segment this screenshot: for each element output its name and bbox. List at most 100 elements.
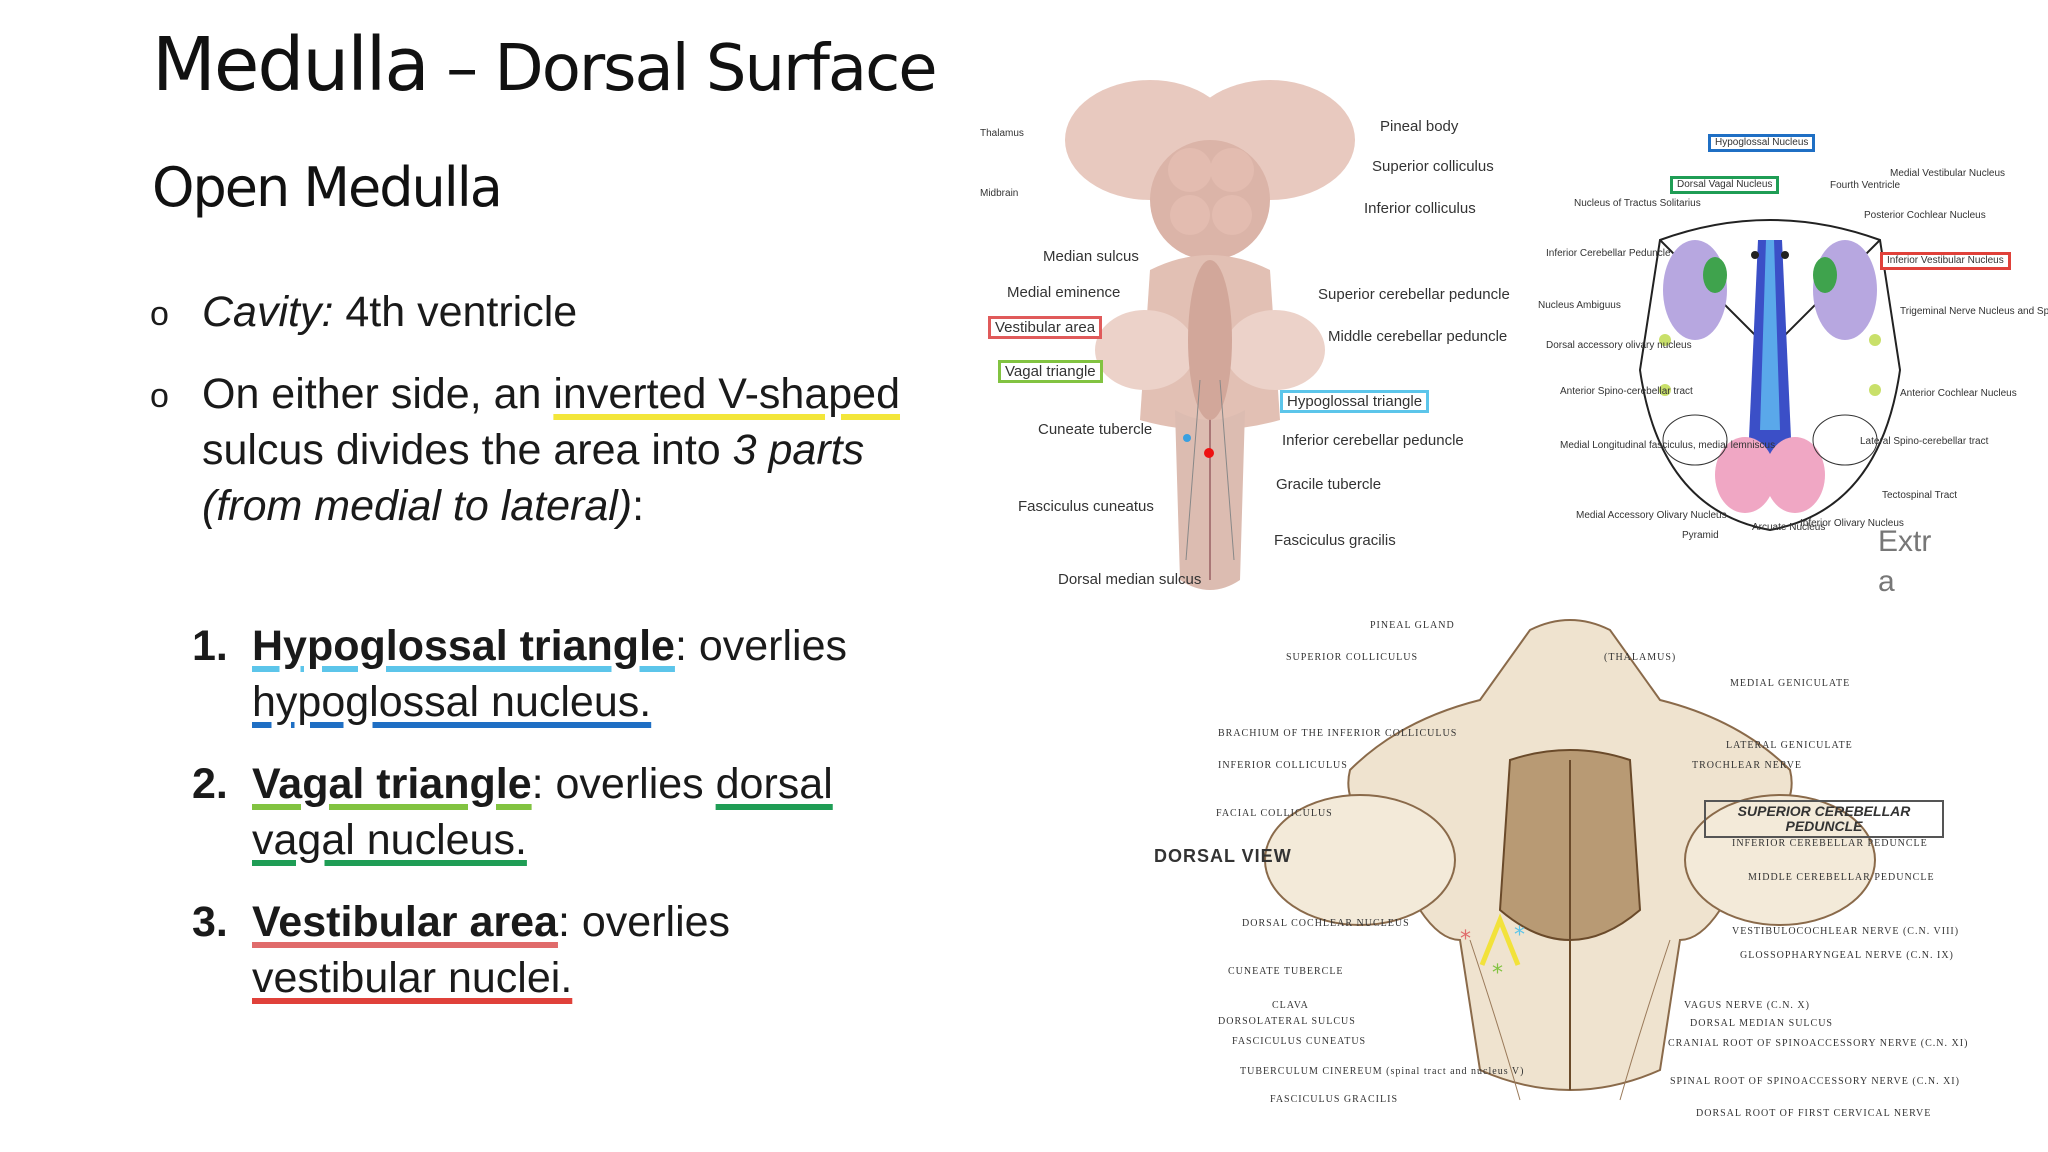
label-middle-cerebellar-peduncle: MIDDLE CEREBELLAR PEDUNCLE xyxy=(1748,872,1935,883)
label-inferior-colliculus: Inferior colliculus xyxy=(1364,200,1476,217)
part-vestibular: 3. Vestibular area: overlies vestibular … xyxy=(192,894,912,1006)
dorsal-view-figure: * * * DORSAL VIEW PINEAL GLAND SUPERIOR … xyxy=(1100,610,2030,1130)
label-posterior-cochlear: Posterior Cochlear Nucleus xyxy=(1864,210,1986,221)
label-pineal-body: Pineal body xyxy=(1380,118,1459,135)
label-dorsal-accessory-olivary: Dorsal accessory olivary nucleus xyxy=(1546,340,1692,351)
label-medial-longitudinal-fasciculus: Medial Longitudinal fasciculus, medial l… xyxy=(1560,440,1776,451)
label-glossopharyngeal-nerve: GLOSSOPHARYNGEAL NERVE (C.N. IX) xyxy=(1740,950,1954,961)
part-vagal: 2. Vagal triangle: overlies dorsal vagal… xyxy=(192,756,912,868)
svg-text:*: * xyxy=(1460,927,1471,952)
parts-list: 1. Hypoglossal triangle: overlies hypogl… xyxy=(192,618,912,1032)
label-middle-cerebellar-peduncle: Middle cerebellar peduncle xyxy=(1328,328,1508,345)
part-target: hypoglossal nucleus. xyxy=(252,678,652,726)
label-cuneate-tubercle: Cuneate tubercle xyxy=(1038,421,1153,438)
part-hypoglossal: 1. Hypoglossal triangle: overlies hypogl… xyxy=(192,618,912,730)
label-inferior-colliculus: INFERIOR COLLICULUS xyxy=(1218,760,1348,771)
part-number: 1. xyxy=(192,622,228,670)
label-inferior-cerebellar-peduncle: Inferior Cerebellar Peduncle xyxy=(1546,248,1671,259)
part-target: vestibular nuclei. xyxy=(252,954,573,1002)
cross-section-drawing xyxy=(1638,219,1902,532)
label-superior-colliculus: SUPERIOR COLLICULUS xyxy=(1286,652,1419,663)
part-number: 3. xyxy=(192,898,228,946)
cavity-value: 4th ventricle xyxy=(333,288,578,336)
bullet-mark: o xyxy=(150,295,169,333)
part-mid: : overlies xyxy=(557,898,731,946)
part-mid: : overlies xyxy=(674,622,848,670)
title-sub: – Dorsal Surface xyxy=(427,32,938,106)
sulcus-text-1: On either side, an xyxy=(202,370,554,418)
label-medial-geniculate: MEDIAL GENICULATE xyxy=(1730,678,1851,689)
label-vagal-triangle: Vagal triangle xyxy=(998,360,1103,383)
part-name: Vestibular area xyxy=(252,898,558,946)
bullet-cavity: o Cavity: 4th ventricle xyxy=(150,284,910,340)
sulcus-text-4: 3 parts xyxy=(732,426,865,474)
label-spinal-root-accessory: SPINAL ROOT OF SPINOACCESSORY NERVE (C.N… xyxy=(1670,1076,1960,1087)
label-superior-colliculus: Superior colliculus xyxy=(1372,158,1494,175)
label-dorsal-median-sulcus: DORSAL MEDIAN SULCUS xyxy=(1690,1018,1833,1029)
label-dorsal-cochlear-nucleus: DORSAL COCHLEAR NUCLEUS xyxy=(1242,918,1410,929)
label-fasciculus-cuneatus: FASCICULUS CUNEATUS xyxy=(1232,1036,1367,1047)
label-dorsal-median-sulcus: Dorsal median sulcus xyxy=(1058,571,1202,588)
svg-text:*: * xyxy=(1514,923,1525,948)
label-superior-cerebellar-peduncle: SUPERIOR CEREBELLAR PEDUNCLE xyxy=(1704,800,1944,838)
label-brachium-inferior-colliculus: BRACHIUM OF THE INFERIOR COLLICULUS xyxy=(1218,728,1458,739)
part-name: Vagal triangle xyxy=(252,760,532,808)
label-fasciculus-cuneatus: Fasciculus cuneatus xyxy=(1018,498,1154,515)
label-medial-vestibular-nucleus: Medial Vestibular Nucleus xyxy=(1890,168,2006,179)
label-nucleus-tractus-solitarius: Nucleus of Tractus Solitarius xyxy=(1574,198,1701,209)
label-tectospinal-tract: Tectospinal Tract xyxy=(1882,490,1958,501)
cavity-label: Cavity: xyxy=(202,288,334,336)
label-median-sulcus: Median sulcus xyxy=(1043,248,1139,265)
dorsal-view-drawing: * * * xyxy=(1264,619,1876,1101)
label-cranial-root-accessory: CRANIAL ROOT OF SPINOACCESSORY NERVE (C.… xyxy=(1668,1038,1969,1049)
label-pineal-gland: PINEAL GLAND xyxy=(1370,620,1455,631)
label-medial-accessory-olivary: Medial Accessory Olivary Nucleus xyxy=(1576,510,1727,521)
slide-title: Medulla – Dorsal Surface xyxy=(152,22,938,108)
label-dorsal-vagal-nucleus: Dorsal Vagal Nucleus xyxy=(1670,176,1780,194)
label-hypoglossal-nucleus: Hypoglossal Nucleus xyxy=(1708,134,1816,152)
extra-line-1: Extr xyxy=(1878,525,1932,558)
label-cuneate-tubercle: CUNEATE TUBERCLE xyxy=(1228,966,1344,977)
label-gracile-tubercle: Gracile tubercle xyxy=(1276,476,1382,493)
label-thalamus: Thalamus xyxy=(980,128,1024,139)
bullet-list: o Cavity: 4th ventricle o On either side… xyxy=(150,284,910,560)
part-mid: : overlies xyxy=(531,760,716,808)
label-medial-eminence: Medial eminence xyxy=(1007,284,1121,301)
label-tuberculum-cinereum: TUBERCULUM CINEREUM (spinal tract and nu… xyxy=(1240,1066,1525,1077)
sulcus-text-6: (from medial to lateral) xyxy=(202,482,633,530)
label-lateral-spinocerebellar: Lateral Spino-cerebellar tract xyxy=(1860,436,1989,447)
label-trochlear-nerve: TROCHLEAR NERVE xyxy=(1692,760,1803,771)
brainstem-drawing xyxy=(1065,80,1355,590)
svg-text:*: * xyxy=(1492,961,1503,986)
sulcus-text-7: : xyxy=(632,482,645,530)
label-thalamus: (THALAMUS) xyxy=(1604,652,1677,663)
title-main: Medulla xyxy=(152,22,430,108)
extra-line-2: a xyxy=(1878,565,1895,598)
part-name: Hypoglossal triangle xyxy=(252,622,675,670)
label-fasciculus-gracilis: FASCICULUS GRACILIS xyxy=(1270,1094,1398,1105)
cross-section-figure: Hypoglossal Nucleus Dorsal Vagal Nucleus… xyxy=(1530,130,2048,560)
label-inferior-vestibular-nucleus: Inferior Vestibular Nucleus xyxy=(1880,252,2011,270)
label-pyramid: Pyramid xyxy=(1682,530,1719,541)
bullet-mark: o xyxy=(150,377,169,415)
part-target: dorsal vagal nucleus. xyxy=(252,760,833,864)
label-dorsal-root-first-cervical: DORSAL ROOT OF FIRST CERVICAL NERVE xyxy=(1696,1108,1932,1119)
brainstem-figure: Thalamus Midbrain Pineal body Superior c… xyxy=(980,40,1520,610)
label-dorsolateral-sulcus: DORSOLATERAL SULCUS xyxy=(1218,1016,1356,1027)
label-lateral-geniculate: LATERAL GENICULATE xyxy=(1726,740,1853,751)
label-fourth-ventricle: Fourth Ventricle xyxy=(1830,180,1901,191)
slide-subtitle: Open Medulla xyxy=(152,156,503,219)
sulcus-text-3: sulcus divides the area into xyxy=(202,426,733,474)
label-anterior-cochlear: Anterior Cochlear Nucleus xyxy=(1900,388,2017,399)
label-vagus-nerve: VAGUS NERVE (C.N. X) xyxy=(1684,1000,1810,1011)
label-trigeminal-nerve-nucleus: Trigeminal Nerve Nucleus and Spinal Trac… xyxy=(1900,306,2048,317)
label-arcuate-nucleus: Arcuate Nucleus xyxy=(1752,522,1826,533)
label-midbrain: Midbrain xyxy=(980,188,1019,199)
label-hypoglossal-triangle: Hypoglossal triangle xyxy=(1280,390,1430,413)
label-fasciculus-gracilis: Fasciculus gracilis xyxy=(1274,532,1396,549)
part-number: 2. xyxy=(192,760,228,808)
label-dorsal-view: DORSAL VIEW xyxy=(1154,846,1292,866)
label-nucleus-ambiguus: Nucleus Ambiguus xyxy=(1538,300,1621,311)
label-inferior-cerebellar-peduncle: Inferior cerebellar peduncle xyxy=(1282,432,1464,449)
